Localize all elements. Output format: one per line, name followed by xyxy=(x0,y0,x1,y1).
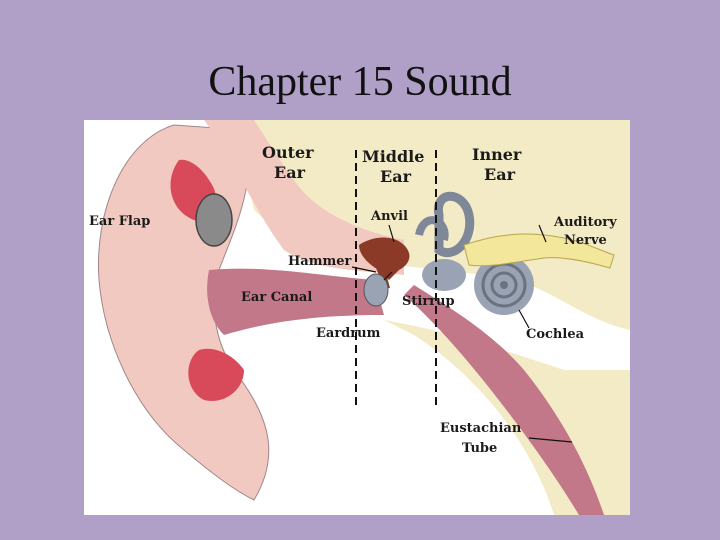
label-auditory-nerve: Auditory xyxy=(553,215,617,230)
ear-anatomy-diagram: Outer Ear Middle Ear Inner Ear Ear Flap … xyxy=(84,120,630,515)
eustachian-tube-shape xyxy=(404,285,604,515)
label-ear-flap: Ear Flap xyxy=(89,214,150,229)
ear-canal xyxy=(207,268,384,335)
label-ear-canal: Ear Canal xyxy=(241,290,312,305)
ear-skin-upper xyxy=(204,120,404,275)
label-anvil: Anvil xyxy=(370,209,408,224)
bone-lower xyxy=(384,320,630,515)
ear-flap-red-lower xyxy=(188,348,244,401)
label-hammer: Hammer xyxy=(288,254,351,269)
label-inner-ear-2: Ear xyxy=(484,165,516,184)
label-auditory-nerve-2: Nerve xyxy=(564,233,607,248)
label-middle-ear: Middle xyxy=(362,147,424,166)
label-stirrup: Stirrup xyxy=(402,294,455,309)
label-outer-ear-2: Ear xyxy=(274,163,306,182)
label-eustachian-tube-2: Tube xyxy=(462,441,497,456)
auditory-nerve xyxy=(463,233,615,269)
eardrum xyxy=(363,273,389,307)
label-eustachian-tube: Eustachian xyxy=(440,421,522,436)
ossicles-anvil-hammer xyxy=(359,237,410,280)
semicircular-canals xyxy=(434,191,475,257)
vestibule xyxy=(422,259,466,291)
slide-title: Chapter 15 Sound xyxy=(208,59,512,105)
label-inner-ear: Inner xyxy=(472,145,522,164)
bone-cavity xyxy=(195,193,233,247)
label-cochlea: Cochlea xyxy=(526,327,585,342)
label-eardrum: Eardrum xyxy=(316,326,381,341)
label-outer-ear: Outer xyxy=(262,143,314,162)
label-middle-ear-2: Ear xyxy=(380,167,412,186)
